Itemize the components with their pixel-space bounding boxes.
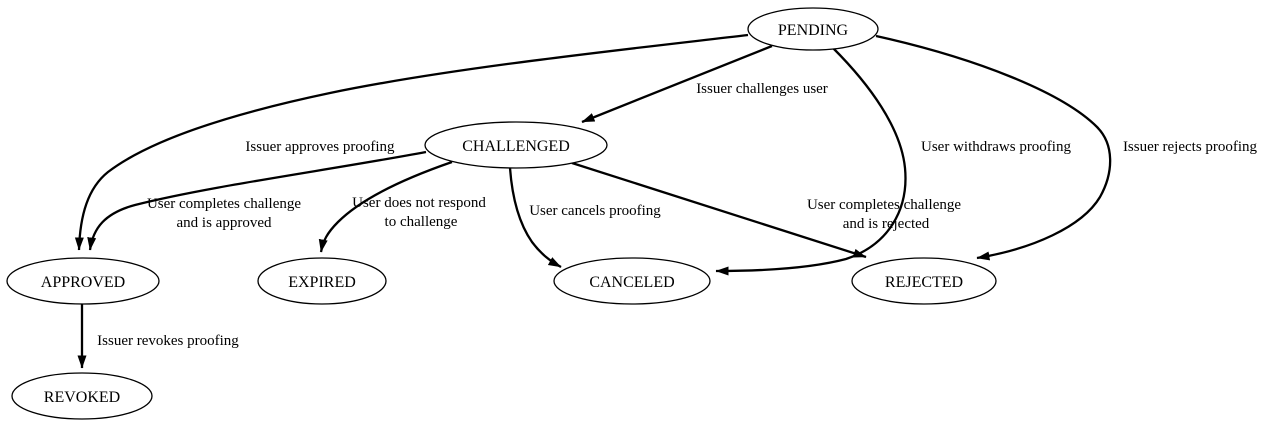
edge-challenged-rejected-label-line2: and is rejected	[843, 216, 930, 232]
edge-pending-canceled-label: User withdraws proofing	[921, 139, 1071, 155]
node-challenged-label: CHALLENGED	[462, 138, 570, 155]
node-canceled: CANCELED	[553, 257, 711, 305]
edge-challenged-approved: User completes challenge and is approved	[87, 150, 427, 251]
node-approved: APPROVED	[6, 257, 160, 305]
node-canceled-shape	[553, 257, 711, 305]
edge-challenged-expired-label-line2: to challenge	[385, 214, 458, 230]
edge-challenged-expired: User does not respond to challenge	[318, 160, 486, 253]
node-canceled-label: CANCELED	[589, 274, 674, 291]
node-pending-label: PENDING	[778, 22, 849, 39]
node-approved-shape	[6, 257, 160, 305]
edge-challenged-approved-label-line2: and is approved	[177, 215, 272, 231]
node-rejected-shape	[851, 257, 997, 305]
node-challenged: CHALLENGED	[424, 121, 608, 169]
edge-pending-rejected-label: Issuer rejects proofing	[1123, 139, 1258, 155]
node-rejected-label: REJECTED	[885, 274, 963, 291]
edge-pending-canceled-path	[715, 47, 907, 276]
node-pending: PENDING	[747, 7, 879, 51]
edge-pending-approved: Issuer approves proofing	[74, 33, 749, 251]
node-pending-shape	[747, 7, 879, 51]
node-challenged-shape	[424, 121, 608, 169]
node-revoked-shape	[11, 372, 153, 420]
edge-approved-revoked-label: Issuer revokes proofing	[97, 333, 239, 349]
node-expired-label: EXPIRED	[288, 274, 356, 291]
node-approved-label: APPROVED	[41, 274, 125, 291]
edge-pending-approved-path	[74, 33, 749, 251]
edge-approved-revoked: Issuer revokes proofing	[77, 304, 239, 369]
node-revoked-label: REVOKED	[44, 389, 120, 406]
edge-challenged-rejected-path	[571, 161, 867, 259]
edge-challenged-canceled-label: User cancels proofing	[529, 203, 661, 219]
edge-challenged-canceled-path	[508, 167, 562, 269]
edge-pending-challenged-path	[581, 44, 773, 124]
edge-pending-approved-label: Issuer approves proofing	[245, 139, 395, 155]
edge-pending-rejected-path	[875, 34, 1112, 261]
edge-pending-canceled: User withdraws proofing	[715, 47, 1071, 276]
node-revoked: REVOKED	[11, 372, 153, 420]
edge-pending-challenged-label: Issuer challenges user	[696, 81, 828, 97]
node-expired-shape	[257, 257, 387, 305]
edge-challenged-rejected-label-line1: User completes challenge	[807, 197, 961, 213]
node-rejected: REJECTED	[851, 257, 997, 305]
edge-pending-challenged: Issuer challenges user	[581, 44, 828, 124]
edge-challenged-canceled: User cancels proofing	[508, 167, 661, 269]
edge-challenged-rejected: User completes challenge and is rejected	[571, 161, 961, 259]
edge-pending-rejected: Issuer rejects proofing	[875, 34, 1258, 261]
edge-challenged-expired-path	[318, 160, 453, 253]
edge-challenged-approved-path	[87, 150, 427, 251]
node-expired: EXPIRED	[257, 257, 387, 305]
edge-challenged-approved-label-line1: User completes challenge	[147, 196, 301, 212]
edge-challenged-expired-label-line1: User does not respond	[352, 195, 486, 211]
